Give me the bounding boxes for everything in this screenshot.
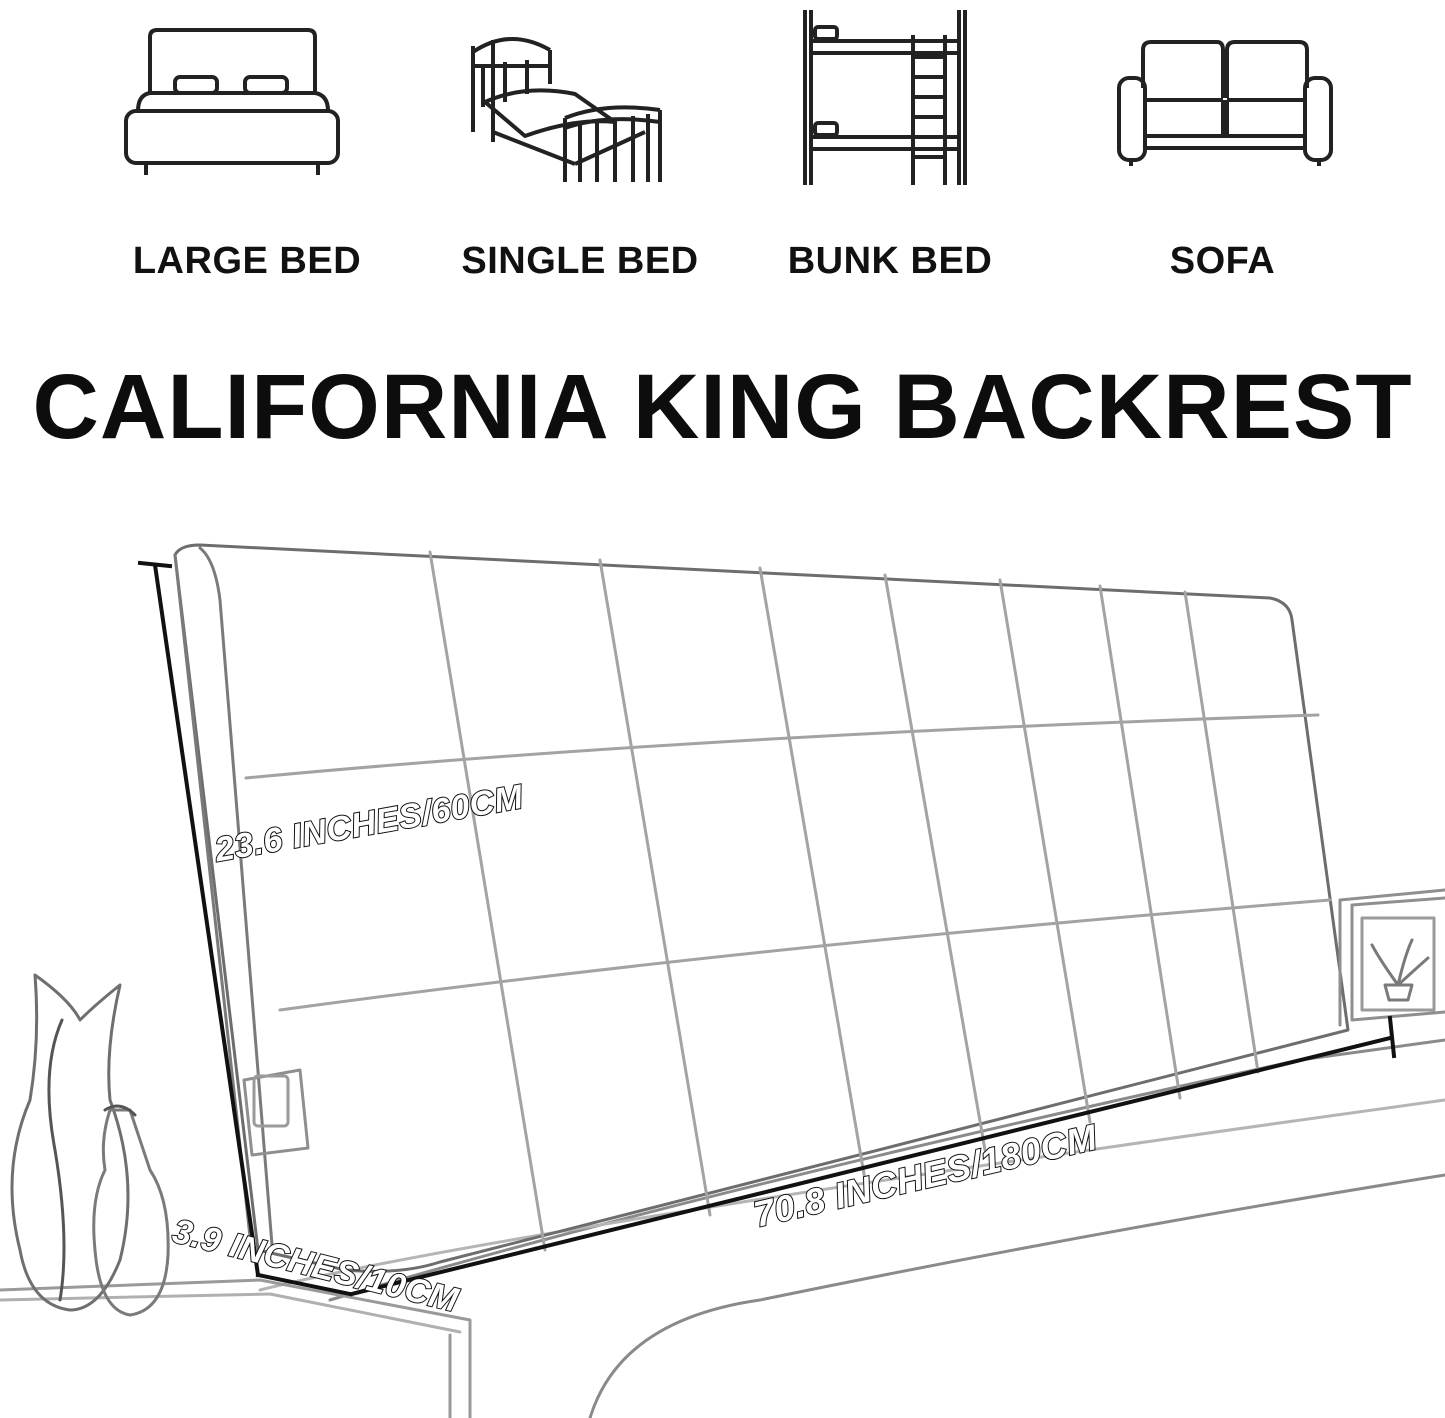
- page-title: CALIFORNIA KING BACKREST: [32, 356, 1413, 458]
- backrest-illustration: [0, 543, 1445, 1418]
- furniture-types-row: LARGE BED SINGLE BED BUNK BED: [0, 0, 1445, 300]
- icon-label-single-bed: SINGLE BED: [461, 240, 699, 282]
- icon-label-bunk-bed: BUNK BED: [787, 240, 993, 282]
- bunk-bed-icon: [803, 10, 967, 185]
- single-bed-icon: [471, 37, 662, 182]
- icon-label-sofa: SOFA: [1169, 240, 1276, 282]
- icon-label-large-bed: LARGE BED: [132, 240, 362, 282]
- large-bed-icon: [124, 28, 340, 175]
- sofa-icon: [1117, 40, 1333, 166]
